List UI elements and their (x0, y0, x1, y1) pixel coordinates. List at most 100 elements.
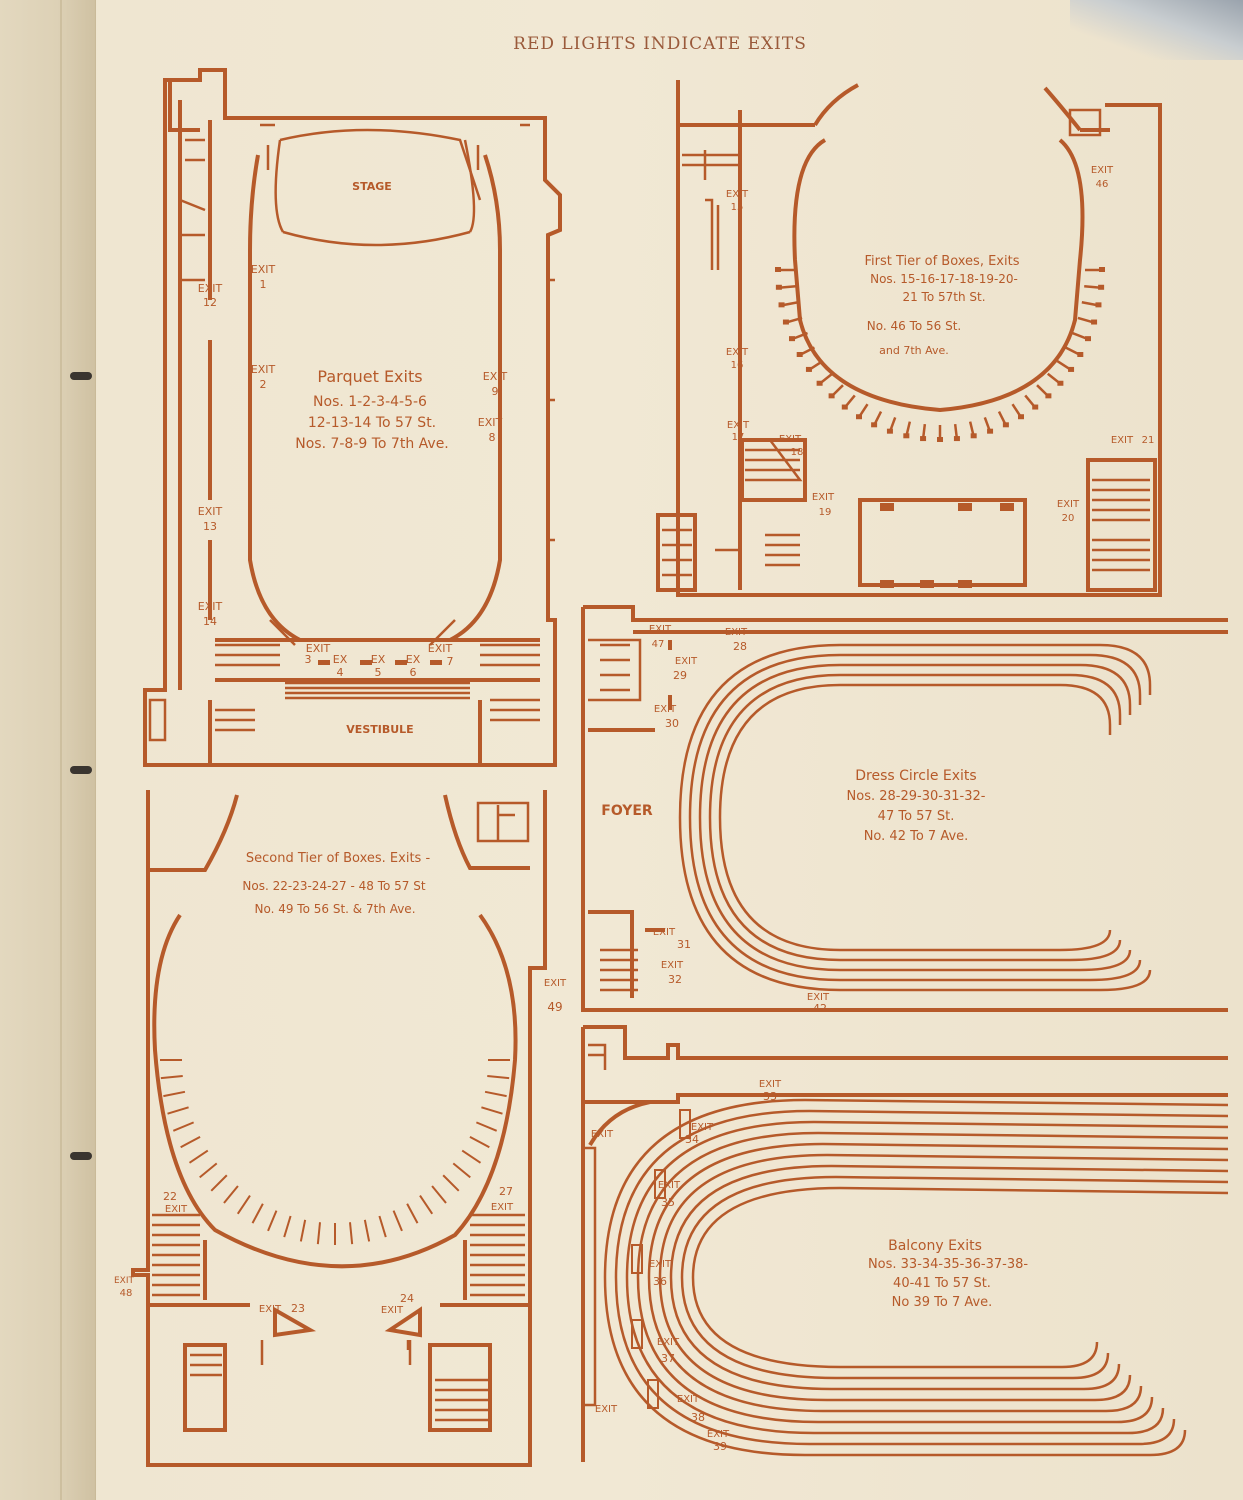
balcony-line-2: 40-41 To 57 St. (893, 1276, 991, 1291)
exit-number: 30 (665, 717, 679, 730)
exit-number: 46 (1096, 179, 1109, 190)
torn-corner (1070, 0, 1243, 60)
balcony-vomitory (679, 1109, 691, 1139)
exit-number: 49 (547, 1000, 562, 1014)
box-partition (475, 1121, 498, 1132)
box-light (775, 284, 782, 290)
box-light (1098, 284, 1105, 290)
parquet-line-1: Nos. 1-2-3-4-5-6 (313, 394, 427, 410)
balcony-line-1: Nos. 33-34-35-36-37-38- (868, 1257, 1028, 1272)
seating-row (698, 663, 1132, 972)
box-partition (481, 1106, 503, 1115)
exit-label: EXIT (726, 189, 749, 200)
exit-label: EX (406, 653, 421, 666)
box-light (1045, 393, 1052, 399)
exit-number: 5 (375, 666, 382, 679)
box-light (856, 414, 862, 420)
exit-number: 32 (668, 973, 682, 986)
exit-label: EXIT (591, 1129, 614, 1140)
box-partition (223, 1185, 239, 1204)
exit-number: 14 (203, 615, 217, 628)
box-light (1032, 404, 1039, 410)
balcony-line-3: No 39 To 7 Ave. (892, 1295, 993, 1310)
box-partition (172, 1121, 195, 1132)
dress-circle-title: Dress Circle Exits (855, 768, 976, 784)
box-partition (163, 1090, 186, 1098)
seating-row (691, 1186, 1229, 1369)
box-light (886, 428, 893, 434)
box-partition (267, 1210, 278, 1232)
dress-circle-line-2: 47 To 57 St. (878, 809, 955, 824)
parquet-line-2: 12-13-14 To 57 St. (308, 415, 436, 431)
exit-number: 12 (203, 296, 217, 309)
exit-label: EXIT (595, 1404, 618, 1415)
exit-label: EXIT (251, 363, 276, 376)
box-partition (210, 1174, 228, 1192)
vestibule-label: VESTIBULE (346, 723, 413, 736)
dress-circle-line-1: Nos. 28-29-30-31-32- (847, 789, 986, 804)
punch-hole (70, 766, 92, 774)
exit-label: EXIT (165, 1204, 188, 1215)
exit-number: 19 (819, 507, 832, 518)
exit-number: 28 (733, 640, 747, 653)
exit-number: 31 (677, 938, 691, 951)
second-tier-line-1: Nos. 22-23-24-27 - 48 To 57 St (242, 879, 425, 893)
box-partition (461, 1149, 482, 1164)
seating-row (636, 1131, 1229, 1424)
exit-label: EXIT (661, 960, 684, 971)
box-light (1077, 352, 1084, 357)
second-tier-title: Second Tier of Boxes. Exits - (246, 851, 431, 866)
box-light (920, 436, 927, 442)
box-partition (452, 1162, 471, 1179)
seating-row (625, 1120, 1229, 1435)
seating-row (708, 673, 1122, 962)
exit-number: 17 (732, 432, 745, 443)
box-partition (484, 1090, 507, 1098)
box-light (970, 433, 977, 439)
box-partition (349, 1222, 354, 1245)
page-fold (60, 0, 62, 1500)
exit-label: EXIT (691, 1122, 714, 1133)
exit-label: EXIT (198, 505, 223, 518)
parquet-line-3: Nos. 7-8-9 To 7th Ave. (295, 436, 449, 452)
foyer-label: FOYER (601, 803, 653, 819)
box-partition (431, 1185, 447, 1204)
first-tier-line-2: 21 To 57th St. (902, 290, 985, 304)
exit-label: EXIT (114, 1276, 135, 1286)
exit-label: EXIT (491, 1202, 514, 1213)
box-light (789, 336, 796, 342)
balcony-vomitory (631, 1244, 643, 1274)
box-partition (236, 1194, 251, 1215)
exit-label: EXIT (428, 642, 453, 655)
box-partition (419, 1194, 434, 1215)
exit-number: 9 (492, 385, 499, 398)
box-light (782, 319, 789, 325)
page-header: RED LIGHTS INDICATE EXITS (513, 34, 807, 54)
exit-label: EXIT (198, 282, 223, 295)
box-light (1068, 366, 1075, 372)
parquet-plan (143, 68, 562, 767)
exit-number: 35 (661, 1196, 675, 1209)
exit-number: 8 (489, 431, 496, 444)
binding-edge (0, 0, 96, 1500)
exit-number: 47 (652, 639, 665, 650)
exit-label: EXIT (1057, 499, 1080, 510)
exit-label: EXIT (478, 416, 503, 429)
exit-label: EXIT (658, 1180, 681, 1191)
box-partition (283, 1215, 292, 1238)
box-partition (160, 1074, 183, 1080)
exit-label: EXIT (251, 263, 276, 276)
exit-number: 37 (661, 1352, 675, 1365)
dress-circle-plan (581, 605, 1228, 1012)
box-light (1084, 336, 1091, 342)
box-partition (469, 1135, 490, 1149)
exit-number: 16 (731, 360, 744, 371)
box-ticks-second-tier (160, 1059, 510, 1245)
exit-number: 15 (731, 202, 744, 213)
box-partition (442, 1174, 460, 1192)
balcony-vomitory (631, 1319, 643, 1349)
exit-label: EXIT (198, 600, 223, 613)
seating-row (603, 1098, 1229, 1457)
box-ticks-first-tier (775, 267, 1105, 442)
dress-circle-line-3: No. 42 To 7 Ave. (864, 829, 969, 844)
